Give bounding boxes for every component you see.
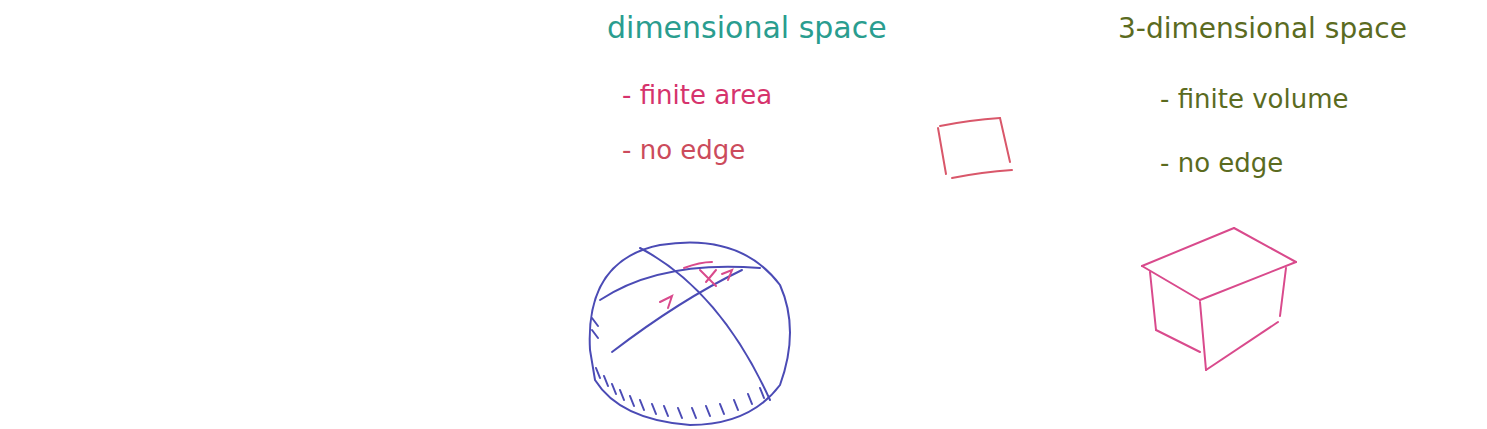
property-note: - no edge [1160, 148, 1283, 179]
section-heading: 3-dimensional space [1118, 12, 1407, 46]
square-sketch [938, 118, 1012, 178]
section-heading: dimensional space [607, 10, 887, 46]
property-note: - finite volume [1160, 84, 1349, 115]
sphere-sketch [590, 242, 790, 425]
property-note: - finite area [622, 80, 772, 111]
cube-sketch [1142, 228, 1296, 370]
property-note: - no edge [622, 135, 745, 166]
path-arrows [660, 262, 732, 308]
